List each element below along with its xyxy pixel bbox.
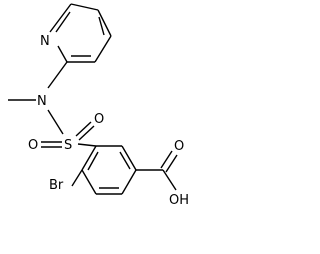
pyridine-ring (49, 3, 112, 63)
bond (87, 151, 99, 171)
bond (70, 3, 99, 11)
bond (81, 145, 97, 171)
bond (98, 16, 105, 36)
molecule-structure: N N S O O Br O OH (8, 3, 189, 208)
bond (55, 11, 71, 33)
bond (121, 169, 137, 195)
bond (160, 150, 173, 169)
bond (165, 154, 178, 173)
carbonyl-oxygen: O (174, 139, 184, 154)
bond (162, 169, 177, 191)
bond (47, 109, 64, 135)
bond (119, 151, 131, 170)
amine-nitrogen: N (37, 94, 47, 109)
sulfonyl-oxygen-left: O (28, 138, 38, 153)
bond (47, 61, 68, 89)
bond (57, 45, 68, 63)
benzene-ring (81, 145, 137, 195)
sulfur: S (64, 138, 72, 153)
bond (121, 145, 137, 171)
bond (77, 143, 97, 147)
bond (71, 169, 83, 187)
bond (78, 125, 95, 141)
pyridine-nitrogen: N (40, 34, 50, 49)
hydroxyl-group: OH (169, 193, 189, 208)
bond (49, 3, 72, 33)
bond (94, 35, 112, 63)
structure-canvas: N N S O O Br O OH (8, 3, 189, 208)
bond (97, 9, 112, 37)
bond (75, 121, 92, 137)
bromine: Br (49, 178, 64, 193)
sulfonyl-oxygen-right: O (94, 112, 104, 127)
bond (81, 169, 97, 195)
